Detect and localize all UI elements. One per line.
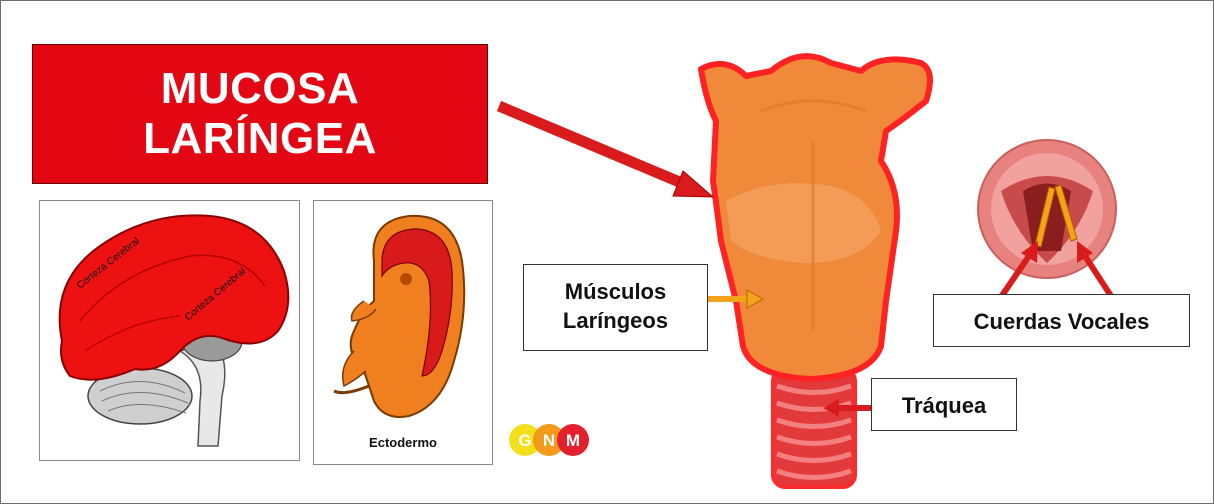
muscles-label-line-2: Laríngeos xyxy=(524,306,707,335)
trachea-label: Tráquea xyxy=(902,393,986,418)
vocal-cords-illustration xyxy=(978,140,1116,278)
trachea-label-box: Tráquea xyxy=(871,378,1017,431)
muscles-label-line-1: Músculos xyxy=(524,277,707,306)
vocal-cords-label: Cuerdas Vocales xyxy=(974,309,1150,334)
muscles-label-box: Músculos Laríngeos xyxy=(523,264,708,351)
vocal-cords-label-box: Cuerdas Vocales xyxy=(933,294,1190,347)
mucosa-arrow xyxy=(499,106,713,197)
trachea-shape xyxy=(773,369,855,487)
